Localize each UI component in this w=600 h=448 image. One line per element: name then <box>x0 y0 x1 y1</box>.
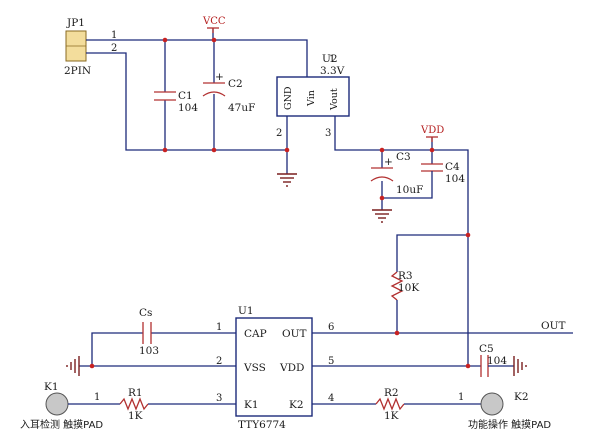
junction <box>162 147 168 153</box>
capacitor-c2: + C2 47uF <box>202 71 255 114</box>
ic-u1: U1 TTY6774 CAP VSS K1 OUT VDD K2 1 2 3 6… <box>216 305 334 431</box>
r3-ref: R3 <box>398 270 413 282</box>
resistor-r2: R2 1K <box>375 387 405 422</box>
k1-ref: K1 <box>44 381 59 393</box>
wire-vout <box>334 116 469 366</box>
k2-pad-icon <box>480 392 504 416</box>
u1-pin-k2: K2 <box>289 399 304 411</box>
c4-ref: C4 <box>445 161 460 173</box>
c3-polarity: + <box>384 156 393 168</box>
junction <box>465 363 471 369</box>
junction <box>379 195 385 201</box>
u1-pin1-number: 1 <box>216 322 222 333</box>
connector-jp1: JP1 2PIN 1 2 <box>64 17 117 77</box>
u2-pin-gnd: GND <box>283 86 294 110</box>
junction <box>379 147 385 153</box>
touch-pad-k2: K2 功能操作 触摸PAD 1 <box>458 391 551 431</box>
r2-ref: R2 <box>384 387 399 399</box>
vdd-symbol: VDD <box>420 125 444 142</box>
c4-value: 104 <box>445 173 465 185</box>
c2-ref: C2 <box>228 78 243 90</box>
connector-ref: JP1 <box>66 17 85 29</box>
junction <box>89 363 95 369</box>
ground-symbol-u2 <box>277 173 297 187</box>
cs-value: 103 <box>139 345 159 357</box>
wire-c3-c4-gnd <box>381 171 433 199</box>
u1-ref: U1 <box>238 305 254 317</box>
out-net-label: OUT <box>541 320 565 332</box>
c5-ref: C5 <box>479 343 494 355</box>
u2-vout-number: 3 <box>325 128 331 139</box>
c2-value: 47uF <box>228 102 255 114</box>
connector-pin2-number: 2 <box>111 43 117 54</box>
connector-pin1-number: 1 <box>111 30 117 41</box>
junction <box>211 147 217 153</box>
vcc-label: VCC <box>202 16 226 27</box>
vdd-label: VDD <box>420 125 444 136</box>
c2-polarity: + <box>215 71 224 83</box>
resistor-r1: R1 1K <box>119 387 149 422</box>
u1-pin6-number: 6 <box>328 322 334 333</box>
u2-pin-vin: Vin <box>306 90 317 107</box>
wire-gnd-rail <box>86 52 287 151</box>
u1-pin3-number: 3 <box>216 393 222 404</box>
u2-pin-vout: Vout <box>329 88 340 111</box>
k2-ref: K2 <box>514 391 529 403</box>
ground-symbol-c3 <box>372 209 392 223</box>
u1-pin-vdd: VDD <box>279 362 304 374</box>
junction <box>162 37 168 43</box>
r1-ref: R1 <box>128 387 143 399</box>
u2-ref: U2 <box>322 53 338 65</box>
u1-pin2-number: 2 <box>216 356 222 367</box>
capacitor-c3: + C3 10uF <box>370 151 423 196</box>
c1-value: 104 <box>178 102 198 114</box>
k1-pad-icon <box>45 392 69 416</box>
u1-pin-vss: VSS <box>243 362 266 374</box>
ground-symbol-c5 <box>513 356 527 376</box>
c3-ref: C3 <box>396 151 411 163</box>
k1-pin-number: 1 <box>94 392 100 403</box>
junction <box>429 147 435 153</box>
capacitor-c5: C5 104 <box>479 343 507 377</box>
capacitor-cs: Cs 103 <box>139 307 159 357</box>
connector-value: 2PIN <box>64 65 91 77</box>
wire-r3-top <box>396 234 468 272</box>
u1-pin-out: OUT <box>282 328 306 340</box>
junction <box>284 147 290 153</box>
vcc-symbol: VCC <box>202 16 226 33</box>
c5-value: 104 <box>487 355 507 367</box>
r1-value: 1K <box>128 410 143 422</box>
wire-vcc-rail <box>86 39 308 77</box>
r3-value: 10K <box>398 282 419 294</box>
u1-value: TTY6774 <box>238 419 286 431</box>
ground-symbol-vss <box>66 356 80 376</box>
resistor-r3: R3 10K <box>390 270 419 301</box>
u1-pin-cap: CAP <box>244 328 267 340</box>
u2-value: 3.3V <box>320 65 345 77</box>
cs-ref: Cs <box>139 307 152 319</box>
capacitor-c4: C4 104 <box>421 161 465 185</box>
c1-ref: C1 <box>178 90 193 102</box>
k2-desc: 功能操作 触摸PAD <box>468 418 551 431</box>
c3-value: 10uF <box>396 184 423 196</box>
k2-pin-number: 1 <box>458 392 464 403</box>
junction <box>394 330 400 336</box>
wire-cs-left <box>91 332 143 366</box>
regulator-u2: U2 3.3V GND Vin Vout 1 2 3 <box>276 53 350 139</box>
u2-vin-number: 1 <box>329 54 335 65</box>
capacitor-c1: C1 104 <box>154 90 198 114</box>
junction <box>211 37 217 43</box>
u1-pin4-number: 4 <box>328 393 334 404</box>
k1-desc: 入耳检测 触摸PAD <box>20 418 103 431</box>
u1-pin-k1: K1 <box>244 399 259 411</box>
r2-value: 1K <box>384 410 399 422</box>
junction <box>465 232 471 238</box>
u2-gnd-number: 2 <box>276 128 282 139</box>
touch-pad-k1: K1 入耳检测 触摸PAD 1 <box>20 381 103 431</box>
u1-pin5-number: 5 <box>328 356 334 367</box>
